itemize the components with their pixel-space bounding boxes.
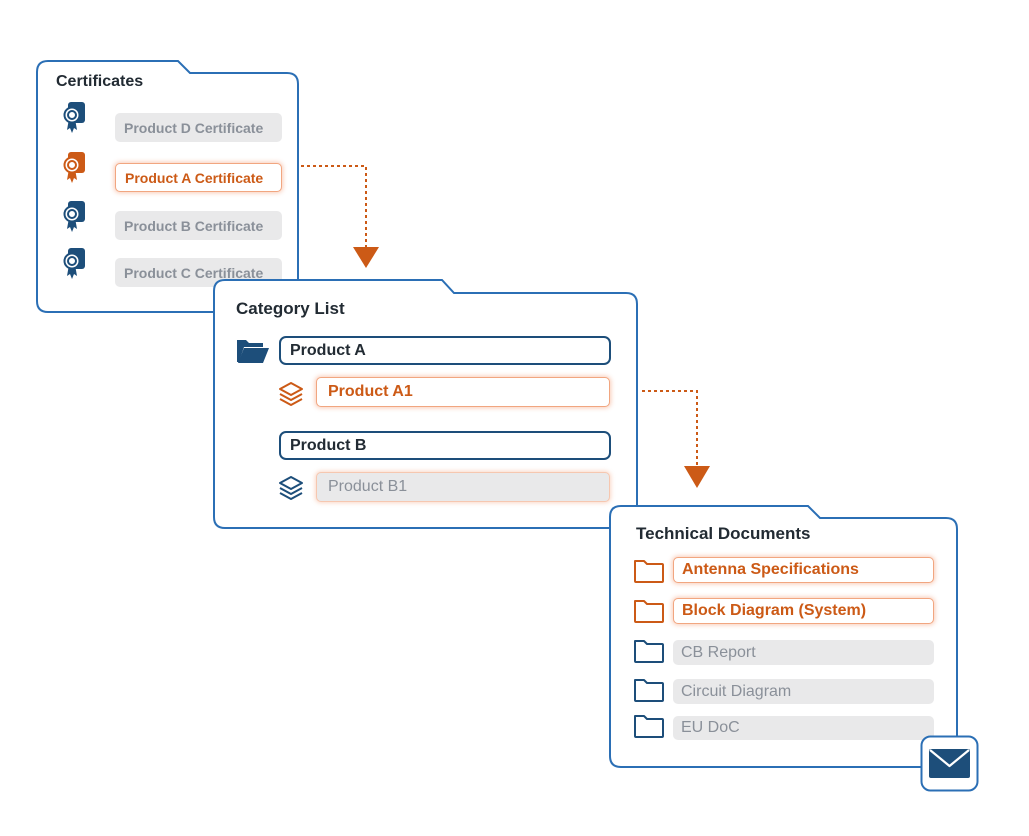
folder-icon xyxy=(634,600,664,623)
category-product-b1[interactable]: Product B1 xyxy=(316,472,610,502)
certificate-icon xyxy=(63,248,85,279)
send-mail-button[interactable] xyxy=(920,735,979,792)
document-eu-doc[interactable]: EU DoC xyxy=(673,716,934,740)
mail-icon xyxy=(920,735,979,792)
category-product-a[interactable]: Product A xyxy=(279,336,611,365)
category-product-a1[interactable]: Product A1 xyxy=(316,377,610,407)
certificate-item-product-d[interactable]: Product D Certificate xyxy=(115,113,282,142)
folder-icon xyxy=(634,560,664,583)
certificate-icon xyxy=(63,152,85,183)
category-list-title: Category List xyxy=(236,299,345,318)
certificates-title: Certificates xyxy=(56,73,144,90)
certificate-item-product-a[interactable]: Product A Certificate xyxy=(115,163,282,192)
connector-certificates-to-category xyxy=(301,165,379,268)
document-block-diagram[interactable]: Block Diagram (System) xyxy=(673,598,934,624)
technical-documents-title: Technical Documents xyxy=(636,524,811,543)
layers-icon xyxy=(279,382,303,406)
category-product-b[interactable]: Product B xyxy=(279,431,611,460)
folder-icon xyxy=(634,679,664,702)
document-circuit-diagram[interactable]: Circuit Diagram xyxy=(673,679,934,704)
category-list-panel: Category List Product A Product A1 Produ… xyxy=(213,279,638,529)
document-cb-report[interactable]: CB Report xyxy=(673,640,934,665)
connector-category-to-documents xyxy=(642,390,710,488)
technical-documents-panel: Technical Documents Antenna Specificatio… xyxy=(609,505,958,768)
certificate-item-product-b[interactable]: Product B Certificate xyxy=(115,211,282,240)
folder-icon xyxy=(634,715,664,738)
open-folder-icon xyxy=(237,340,269,363)
certificate-icon xyxy=(63,201,85,232)
layers-icon xyxy=(279,476,303,500)
certificates-panel: Certificates Product D Certificate Produ… xyxy=(36,60,299,313)
document-antenna-specifications[interactable]: Antenna Specifications xyxy=(673,557,934,583)
folder-icon xyxy=(634,640,664,663)
certificate-icon xyxy=(63,102,85,133)
